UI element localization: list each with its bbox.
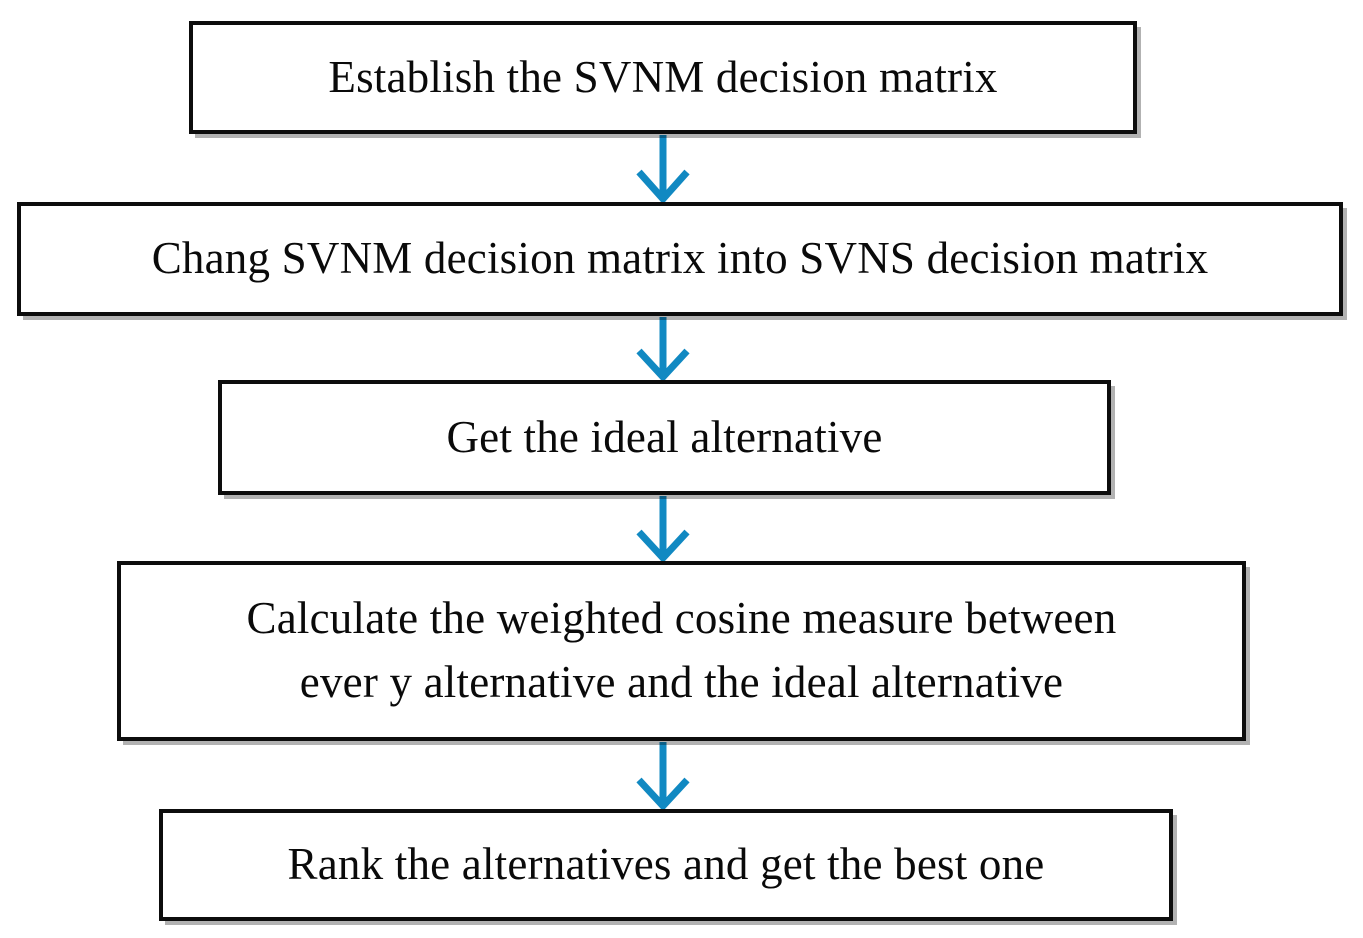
flow-node-label: Get the ideal alternative bbox=[446, 411, 883, 462]
arrow-step1-step2 bbox=[636, 135, 690, 205]
flow-node-get-ideal-alternative[interactable]: Get the ideal alternative bbox=[218, 380, 1111, 495]
arrow-step4-step5 bbox=[636, 742, 690, 812]
arrow-step3-step4 bbox=[636, 496, 690, 564]
flow-node-label: Rank the alternatives and get the best o… bbox=[287, 839, 1045, 890]
flow-node-label: Calculate the weighted cosine measure be… bbox=[246, 593, 1117, 707]
flow-node-change-svnm-to-svns[interactable]: Chang SVNM decision matrix into SVNS dec… bbox=[17, 202, 1343, 316]
flow-node-label: Chang SVNM decision matrix into SVNS dec… bbox=[151, 233, 1209, 284]
flow-node-establish-decision-matrix[interactable]: Establish the SVNM decision matrix bbox=[189, 21, 1137, 134]
flow-node-rank-alternatives[interactable]: Rank the alternatives and get the best o… bbox=[159, 809, 1173, 921]
flow-node-label: Establish the SVNM decision matrix bbox=[328, 51, 998, 102]
flow-node-calculate-weighted-cosine-measure[interactable]: Calculate the weighted cosine measure be… bbox=[117, 561, 1246, 741]
arrow-step2-step3 bbox=[636, 317, 690, 383]
